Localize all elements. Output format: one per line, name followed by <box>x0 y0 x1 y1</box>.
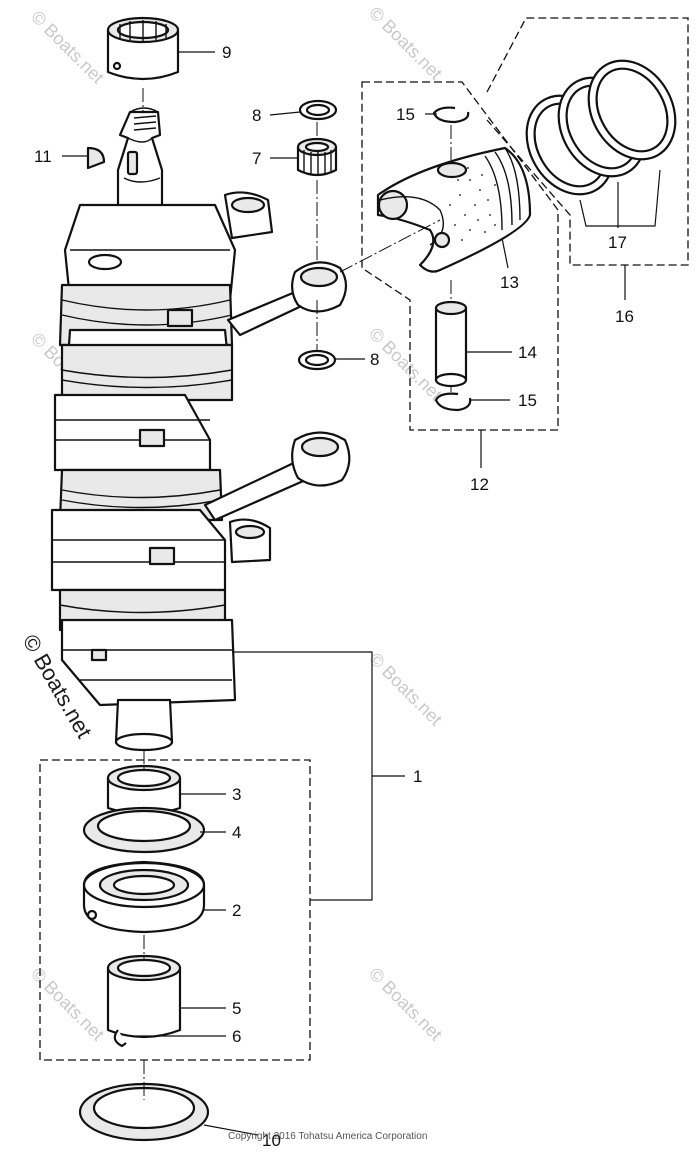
watermark: © Boats.net <box>365 964 446 1045</box>
piston-group-box-12 <box>361 81 559 431</box>
watermark: © Boats.net <box>365 649 446 730</box>
callout-8-lower: 8 <box>370 350 379 369</box>
small-end-bearing-7 <box>296 137 338 177</box>
callout-15-lower: 15 <box>518 391 537 410</box>
copyright-text: Copyright 2016 Tohatsu America Corporati… <box>228 1131 427 1142</box>
callout-13: 13 <box>500 273 519 292</box>
callout-14: 14 <box>518 343 537 362</box>
callout-9: 9 <box>222 43 231 62</box>
piston-rings-17 <box>525 59 677 196</box>
callout-2: 2 <box>232 901 241 920</box>
watermark: © Boats.net <box>27 964 108 1045</box>
callout-1: 1 <box>413 767 422 786</box>
callout-15-upper: 15 <box>396 105 415 124</box>
washer-4 <box>82 806 206 854</box>
bearing-group-box <box>39 759 311 1061</box>
callout-10: 10 <box>262 1131 281 1150</box>
thrust-washer-10 <box>78 1082 210 1142</box>
callout-16: 16 <box>615 307 634 326</box>
crankshaft <box>50 107 237 752</box>
callout-labels: 9 8 7 11 8 15 15 14 13 12 17 16 1 3 4 2 … <box>34 43 634 1150</box>
callout-3: 3 <box>232 785 241 804</box>
callout-11: 11 <box>34 147 52 166</box>
watermark: © Boats.net <box>365 3 446 84</box>
sleeve-5 <box>106 954 182 1039</box>
ball-bearing-2 <box>82 860 206 934</box>
connecting-rod-upper <box>223 191 348 337</box>
circlip-15-lower <box>434 392 472 412</box>
callout-6: 6 <box>232 1027 241 1046</box>
connecting-rod-lower <box>203 431 351 564</box>
leader-lines <box>62 51 661 1136</box>
callout-7: 7 <box>252 149 261 168</box>
assembly-centerlines <box>142 88 452 1100</box>
piston-13 <box>376 146 532 273</box>
thrust-washer-8-upper <box>298 99 338 121</box>
snap-ring-6 <box>113 1029 127 1048</box>
oil-seal-3 <box>106 764 182 816</box>
thrust-washer-8-lower <box>297 349 337 371</box>
circlip-15-upper <box>432 106 470 124</box>
callout-8-upper: 8 <box>252 106 261 125</box>
callout-17: 17 <box>608 233 627 252</box>
callout-5: 5 <box>232 999 241 1018</box>
woodruff-key-11 <box>86 146 106 170</box>
callout-4: 4 <box>232 823 241 842</box>
needle-bearing-9 <box>106 16 180 81</box>
callout-12: 12 <box>470 475 489 494</box>
watermark: © Boats.net <box>27 7 108 88</box>
ring-group-box-16 <box>486 17 689 266</box>
piston-pin-14 <box>434 300 468 388</box>
